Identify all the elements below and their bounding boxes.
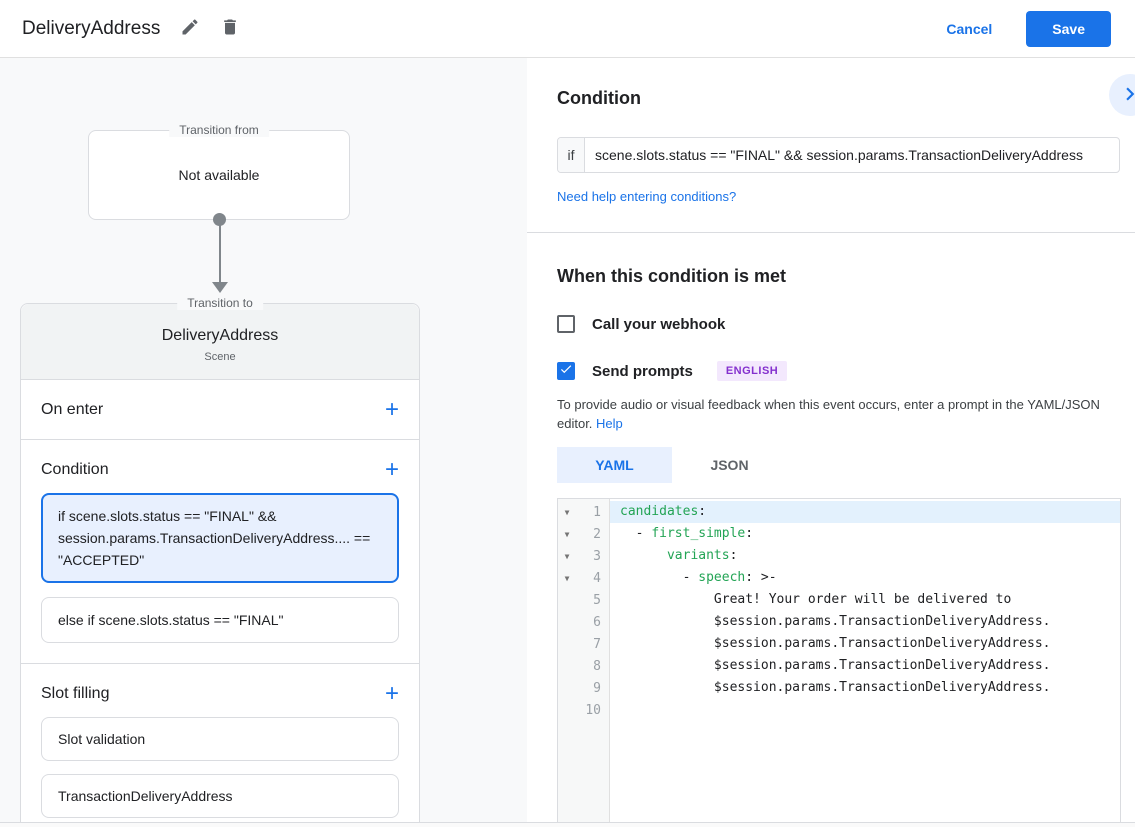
transition-to-card: Transition to DeliveryAddress Scene On e… (20, 296, 420, 827)
gutter-line: ▼1 (558, 501, 609, 523)
code-line[interactable]: Great! Your order will be delivered to (620, 592, 1012, 607)
send-prompts-label: Send prompts (592, 362, 693, 380)
bottom-scroll-strip (0, 822, 1135, 827)
condition-item-selected[interactable]: if scene.slots.status == "FINAL" && sess… (41, 493, 399, 583)
add-condition-icon[interactable]: + (384, 456, 399, 483)
conditions-help-link[interactable]: Need help entering conditions? (557, 189, 737, 204)
condition-item-else[interactable]: else if scene.slots.status == "FINAL" (41, 597, 399, 643)
send-prompts-row: Send prompts ENGLISH (557, 361, 1135, 381)
gutter-line: ▼3 (558, 545, 609, 567)
send-prompts-checkbox[interactable] (557, 362, 575, 380)
scene-card-header: DeliveryAddress Scene (21, 304, 419, 380)
line-number: 4 (593, 570, 601, 586)
cancel-button[interactable]: Cancel (946, 20, 993, 37)
page-title: DeliveryAddress (22, 17, 161, 39)
line-number: 9 (593, 680, 601, 696)
delete-scene-button[interactable] (220, 17, 240, 40)
prompt-description: To provide audio or visual feedback when… (557, 395, 1129, 433)
fold-arrow-icon[interactable]: ▼ (564, 529, 570, 539)
fold-arrow-icon[interactable]: ▼ (564, 551, 570, 561)
on-enter-label: On enter (41, 400, 104, 418)
code-line[interactable] (610, 699, 1120, 721)
condition-heading: Condition (557, 88, 641, 108)
fold-arrow-icon[interactable]: ▼ (564, 507, 570, 517)
connector-arrowhead-icon (212, 282, 228, 293)
line-number: 5 (593, 592, 601, 608)
gutter-line: ▼4 (558, 567, 609, 589)
tab-yaml[interactable]: YAML (557, 447, 672, 483)
gutter-line: ▼2 (558, 523, 609, 545)
app-header: DeliveryAddress Cancel Save (0, 0, 1135, 58)
code-line[interactable]: $session.params.TransactionDeliveryAddre… (620, 636, 1051, 651)
code-line[interactable]: variants: (666, 548, 738, 563)
line-number: 7 (593, 636, 601, 652)
gutter-line: 6 (558, 611, 609, 633)
scene-name: DeliveryAddress (161, 327, 279, 344)
line-number: 8 (593, 658, 601, 674)
fold-arrow-icon[interactable]: ▼ (564, 573, 570, 583)
condition-section-label: Condition (41, 461, 109, 478)
tab-json[interactable]: JSON (710, 457, 749, 473)
slot-filling-section: Slot filling + Slot validation Transacti… (21, 663, 419, 827)
pencil-icon (180, 17, 200, 40)
slot-validation-item[interactable]: Slot validation (41, 717, 399, 761)
scene-type-label: Scene (204, 351, 236, 363)
section-divider (527, 232, 1135, 233)
transition-from-value: Not available (178, 167, 260, 183)
webhook-row: Call your webhook (557, 315, 1135, 333)
transition-from-box: Transition from Not available (88, 123, 350, 220)
gutter-line: 7 (558, 633, 609, 655)
line-number: 6 (593, 614, 601, 630)
add-slot-icon[interactable]: + (384, 680, 399, 707)
condition-section: Condition + if scene.slots.status == "FI… (21, 439, 419, 663)
prompt-description-text: To provide audio or visual feedback when… (557, 397, 1100, 431)
chevron-right-icon (1117, 81, 1135, 110)
line-number: 1 (593, 504, 601, 520)
code-line[interactable]: $session.params.TransactionDeliveryAddre… (620, 658, 1051, 673)
connector-line (219, 219, 221, 282)
trash-icon (220, 17, 240, 40)
gutter-line: 10 (558, 699, 609, 721)
condition-detail-pane: Condition if scene.slots.status == "FINA… (527, 58, 1135, 827)
transition-from-legend: Transition from (169, 123, 269, 137)
language-badge: ENGLISH (716, 361, 788, 381)
line-number: 3 (593, 548, 601, 564)
code-line[interactable]: - first_simple: (620, 526, 754, 541)
transition-to-legend: Transition to (177, 296, 263, 310)
edit-title-button[interactable] (180, 17, 200, 40)
add-on-enter-icon[interactable]: + (384, 395, 399, 423)
code-line[interactable]: $session.params.TransactionDeliveryAddre… (620, 614, 1051, 629)
gutter-line: 9 (558, 677, 609, 699)
editor-code-area[interactable]: candidates: - first_simple: variants: - … (610, 499, 1120, 827)
condition-expression-row: if scene.slots.status == "FINAL" && sess… (557, 137, 1120, 173)
gutter-line: 5 (558, 589, 609, 611)
checkmark-icon (559, 362, 573, 381)
call-webhook-label: Call your webhook (592, 315, 726, 333)
slot-item[interactable]: TransactionDeliveryAddress (41, 774, 399, 818)
on-enter-section[interactable]: On enter + (21, 380, 419, 439)
condition-met-heading: When this condition is met (557, 266, 786, 286)
code-line[interactable]: $session.params.TransactionDeliveryAddre… (620, 680, 1051, 695)
line-number: 10 (585, 702, 601, 718)
scene-diagram-pane: Transition from Not available Transition… (0, 58, 527, 827)
help-link[interactable]: Help (596, 416, 623, 431)
code-line[interactable]: - speech: >- (620, 570, 777, 585)
condition-expression-input[interactable]: scene.slots.status == "FINAL" && session… (595, 147, 1083, 163)
collapse-panel-button[interactable] (1109, 74, 1135, 116)
if-prefix-label: if (558, 138, 585, 172)
editor-tabs: YAML JSON (557, 447, 1135, 483)
gutter-line: 8 (558, 655, 609, 677)
code-line[interactable]: candidates: (610, 501, 1120, 523)
call-webhook-checkbox[interactable] (557, 315, 575, 333)
save-button[interactable]: Save (1026, 10, 1111, 47)
main-area: Transition from Not available Transition… (0, 58, 1135, 827)
line-number: 2 (593, 526, 601, 542)
slot-filling-label: Slot filling (41, 685, 110, 702)
